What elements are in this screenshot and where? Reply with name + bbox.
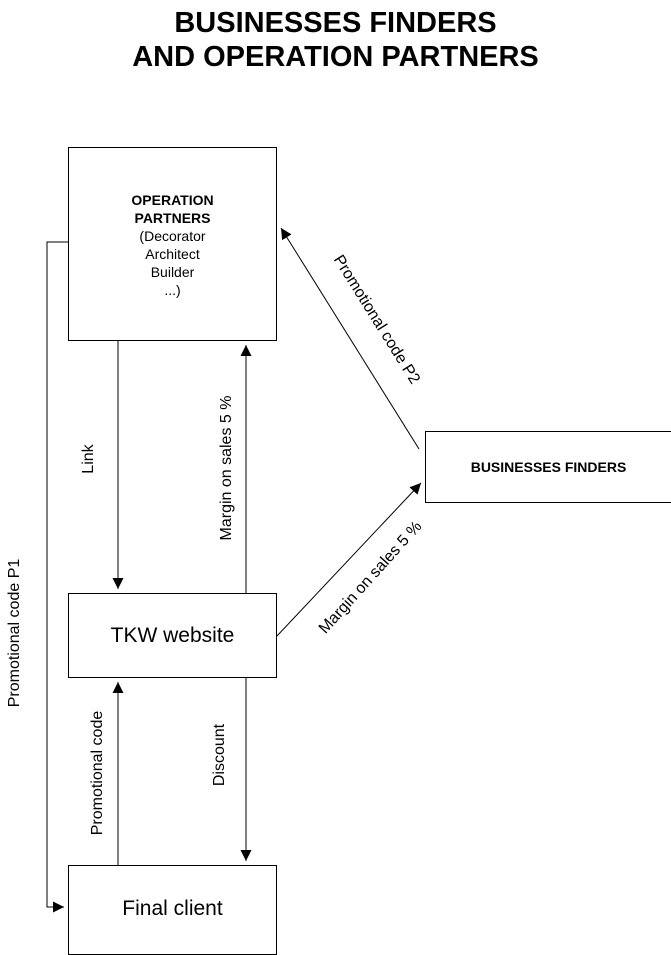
operation-partners-title-2: PARTNERS xyxy=(134,210,211,226)
edge-label-margin-op: Margin on sales 5 % xyxy=(218,395,235,541)
final-client-label: Final client xyxy=(122,896,223,920)
tkw-website-label: TKW website xyxy=(110,623,235,647)
edge-promo-p1-arrow xyxy=(46,241,68,913)
tkw-website-box: TKW website xyxy=(68,593,277,678)
operation-partners-detail-3: Builder xyxy=(150,264,195,280)
title-line-2: AND OPERATION PARTNERS xyxy=(132,41,539,73)
edge-label-promo-p1: Promotional code P1 xyxy=(6,558,23,708)
businesses-finders-box: BUSINESSES FINDERS xyxy=(425,431,671,503)
operation-partners-detail-1: (Decorator xyxy=(139,228,206,244)
edge-label-promo-code: Promotional code xyxy=(89,710,106,836)
edge-promo-p2-arrow xyxy=(280,227,420,450)
operation-partners-detail-2: Architect xyxy=(145,246,200,262)
edge-margin-bf-arrow xyxy=(276,482,422,637)
operation-partners-title-1: OPERATION xyxy=(131,192,214,208)
operation-partners-box: OPERATION PARTNERS (Decorator Architect … xyxy=(68,147,277,341)
title-line-1: BUSINESSES FINDERS xyxy=(174,7,497,39)
final-client-box: Final client xyxy=(68,865,277,955)
diagram-title: BUSINESSES FINDERS AND OPERATION PARTNER… xyxy=(0,6,671,74)
operation-partners-text: OPERATION PARTNERS (Decorator Architect … xyxy=(69,191,276,299)
edge-label-link: Link xyxy=(80,444,97,474)
businesses-finders-label: BUSINESSES FINDERS xyxy=(470,459,627,475)
edge-label-discount: Discount xyxy=(211,723,228,787)
operation-partners-detail-4: ...) xyxy=(164,282,181,298)
